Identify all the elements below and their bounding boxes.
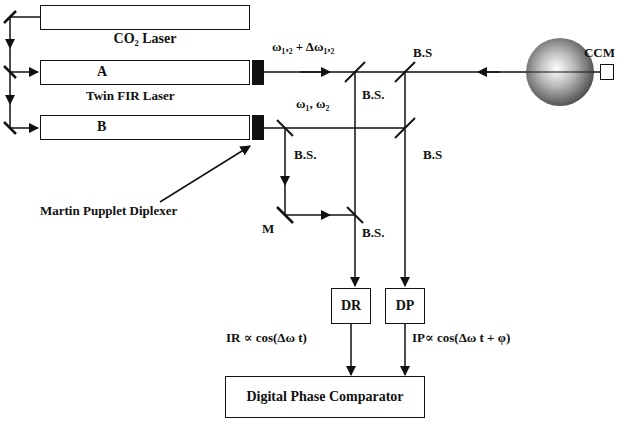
fir-laser-tube: B [40, 115, 250, 140]
component-label: B.S [423, 148, 442, 163]
beam-through-plasma [526, 71, 594, 72]
node-text: Digital Phase Comparator [246, 389, 403, 405]
corner-cube-mirror: CCM [600, 64, 614, 80]
frequency-label: ω₁, ω₂ [296, 97, 329, 112]
node-text: DP [396, 298, 415, 314]
diplexer-block [252, 60, 264, 85]
component-label: B.S. [294, 148, 316, 163]
detector-box: DP [385, 288, 425, 324]
signal-equation: IP∝ cos(Δω t + φ) [412, 331, 510, 346]
connector-layer [351, 324, 405, 375]
signal-arrow [404, 324, 406, 375]
plasma-cross-section [526, 38, 594, 106]
node-text: A [97, 64, 107, 80]
node-text: B [97, 119, 106, 135]
co2-laser-tube: CO₂ Laser [40, 5, 250, 30]
node-heading: CCM [584, 46, 615, 61]
component-label: B.S. [362, 88, 384, 103]
frequency-label: ω₁,₂ + Δω₁,₂ [272, 40, 334, 55]
signal-arrow [350, 324, 352, 375]
component-label: M [262, 222, 274, 237]
detector-box: DR [331, 288, 371, 324]
node-text: DR [341, 298, 361, 314]
node-heading: CO₂ Laser [41, 31, 249, 47]
phase-comparator-box: Digital Phase Comparator [225, 376, 425, 418]
fir-laser-tube: A [40, 60, 250, 85]
component-label: B.S [413, 46, 432, 61]
component-label: B.S. [362, 226, 384, 241]
beam-paths [4, 7, 600, 286]
laser-name: Twin FIR Laser [86, 89, 175, 104]
diplexer-block [252, 115, 264, 140]
part-name: Martin Pupplet Diplexer [40, 204, 177, 219]
signal-equation: IR ∝ cos(Δω t) [226, 331, 307, 346]
